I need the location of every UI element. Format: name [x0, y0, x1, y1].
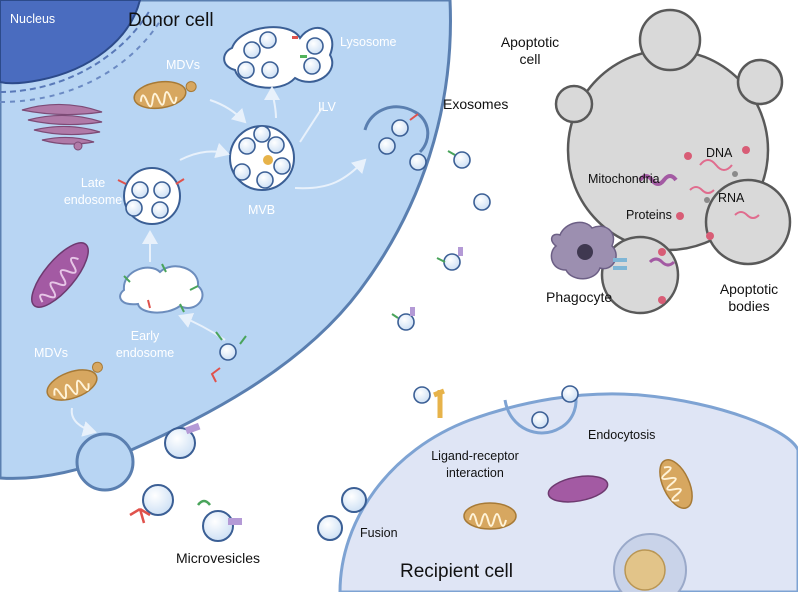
apoptotic-bodies-line-2: bodies — [728, 298, 770, 314]
budding-membrane-vesicle — [210, 331, 247, 383]
mvb-label: MVB — [248, 203, 276, 217]
early-endosome-label: Early endosome — [110, 328, 180, 362]
late-endosome-line-2: endosome — [63, 193, 123, 207]
microvesicles-label: Microvesicles — [176, 550, 261, 566]
mitochondrion-mdv-top — [131, 77, 197, 113]
nucleus — [0, 0, 163, 103]
multivesicular-body — [229, 125, 295, 191]
ligand-receptor-line-1: Ligand-receptor — [431, 449, 519, 463]
phagocyte — [550, 221, 627, 280]
donor-cell — [0, 0, 452, 492]
apoptotic-cell-line-2: cell — [519, 51, 541, 67]
donor-cell-label: Donor cell — [128, 10, 214, 31]
late-endosome-label: Late endosome — [62, 175, 124, 209]
apoptotic-cell-line-1: Apoptotic — [500, 34, 560, 50]
dna-label: DNA — [706, 146, 733, 160]
mdvs-bottom-label: MDVs — [34, 346, 69, 360]
early-endosome — [119, 263, 204, 314]
apoptotic-cell-label: Apoptotic cell — [490, 34, 570, 68]
golgi-apparatus — [21, 103, 103, 151]
ligand-receptor-line-2: interaction — [446, 466, 504, 480]
exosome-release-site — [363, 105, 430, 155]
early-endosome-line-2: endosome — [115, 346, 175, 360]
mitochondrion-recipient-1 — [463, 502, 517, 530]
mitochondrion-recipient-purple — [547, 475, 609, 503]
late-endosome-line-1: Late — [80, 176, 106, 190]
mitochondrion-purple — [31, 242, 89, 308]
phagocyte-label: Phagocyte — [546, 289, 613, 305]
early-endosome-line-1: Early — [130, 329, 160, 343]
apoptotic-bodies-label: Apoptotic bodies — [712, 281, 786, 315]
mdvs-top-label: MDVs — [166, 58, 201, 72]
endocytosis-label: Endocytosis — [588, 428, 656, 442]
recipient-cell-label: Recipient cell — [400, 561, 513, 582]
mitochondrion-mdv-bottom — [42, 361, 103, 408]
ligand-receptor-label: Ligand-receptor interaction — [420, 448, 530, 482]
rna-label: RNA — [718, 191, 745, 205]
fusion-label: Fusion — [360, 526, 398, 540]
lysosome — [223, 26, 334, 89]
late-endosome — [117, 167, 185, 225]
exosome-particles — [391, 150, 491, 331]
apoptotic-bodies-line-1: Apoptotic — [719, 281, 779, 297]
mitochondria-label: Mitochondria — [588, 172, 660, 186]
apoptotic-cell — [554, 8, 792, 315]
nucleus-label: Nucleus — [10, 12, 56, 26]
lysosome-label: Lysosome — [340, 35, 397, 49]
pathway-arrows — [70, 86, 367, 437]
proteins-label: Proteins — [626, 208, 672, 222]
exosomes-label: Exosomes — [443, 96, 509, 112]
ilv-label: ILV — [318, 100, 336, 114]
microvesicle-particles — [129, 422, 242, 542]
recipient-nucleus — [613, 533, 687, 592]
